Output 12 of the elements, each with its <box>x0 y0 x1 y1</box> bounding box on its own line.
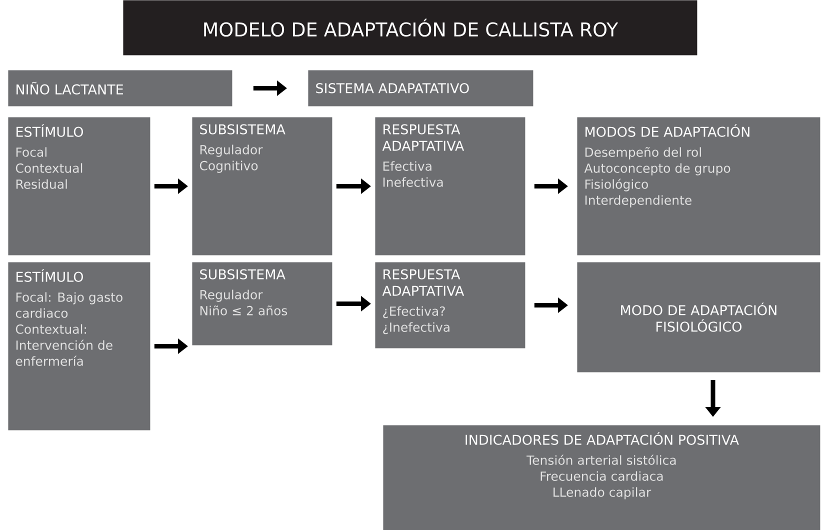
title-banner: MODELO DE ADAPTACIÓN DE CALLISTA ROY <box>123 0 698 56</box>
text-box: ESTÍMULO Focal: Bajo gasto cardiaco Contextual: Intervención de enfermería <box>8 262 150 430</box>
text-box: SUBSISTEMA Regulador Cognitivo <box>192 117 332 256</box>
text-box: NIÑO LACTANTE <box>8 70 232 106</box>
text-box: INDICADORES DE ADAPTACIÓN POSITIVA Tensión arterial sistólica Frecuencia cardiaca LLenado capilar <box>383 425 820 530</box>
text-box: SUBSISTEMA Regulador Niño ≤ 2 años <box>192 262 332 346</box>
text-box: MODO DE ADAPTACIÓN FISIOLÓGICO <box>577 262 820 372</box>
text-box: RESPUESTA ADAPTATIVA ¿Efectiva? ¿Inefectiva <box>375 262 526 348</box>
text-box: MODOS DE ADAPTACIÓN Desempeño del rol Autoconcepto de grupo Fisiológico Interdependiente <box>577 117 820 256</box>
text-box: RESPUESTA ADAPTATIVA Efectiva Inefectiva <box>375 117 526 256</box>
text-box: ESTÍMULO Focal Contextual Residual <box>8 117 150 256</box>
text-box: SISTEMA ADAPATATIVO <box>308 70 534 106</box>
